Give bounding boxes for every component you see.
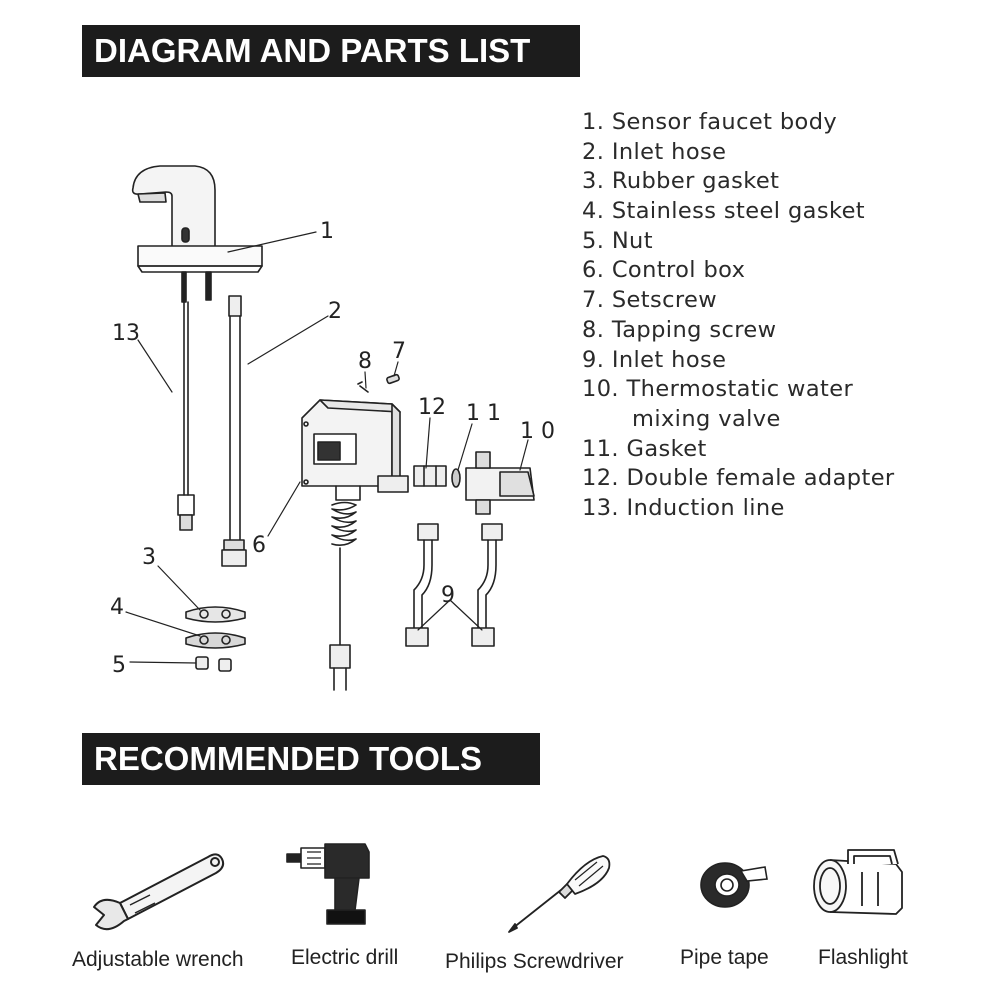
callout-6: 6 [252, 533, 266, 558]
parts-list-item: 8. Tapping screw [582, 316, 777, 343]
screwdriver-icon [508, 855, 611, 933]
sensor-faucet-body [131, 165, 263, 303]
callout-13: 13 [112, 321, 140, 346]
callout-11: 1 1 [466, 401, 501, 426]
control-box [301, 399, 409, 691]
rubber-gasket [185, 606, 246, 623]
stainless-steel-gasket [185, 632, 246, 649]
inlet-hose-2 [221, 295, 247, 567]
callout-3: 3 [142, 545, 156, 570]
parts-list-item: 4. Stainless steel gasket [582, 198, 866, 225]
parts-list-item: 10. Thermostatic water [582, 376, 854, 403]
callout-2: 2 [328, 299, 342, 324]
inlet-hoses-9 [405, 523, 503, 647]
tool-philips-screwdriver [505, 850, 615, 935]
callout-10: 1 0 [520, 419, 555, 444]
tool-label-drill: Electric drill [291, 946, 399, 969]
tool-label-tape: Pipe tape [680, 946, 769, 969]
leader-lines [125, 231, 529, 664]
gasket-11 [451, 468, 461, 488]
tool-label-screwdriver: Philips Screwdriver [445, 950, 624, 973]
tool-pipe-tape [695, 855, 770, 915]
drill-icon [286, 843, 370, 925]
callout-5: 5 [112, 653, 126, 678]
callout-12: 12 [418, 395, 446, 420]
tool-electric-drill [285, 838, 375, 928]
tool-label-wrench: Adjustable wrench [72, 948, 244, 971]
callout-1: 1 [320, 219, 334, 244]
flashlight-icon [813, 849, 903, 915]
tool-label-flashlight: Flashlight [818, 946, 908, 969]
parts-list-item: 5. Nut [582, 227, 653, 254]
double-female-adapter [413, 465, 447, 487]
parts-list-item: 9. Inlet hose [582, 346, 727, 373]
callout-4: 4 [110, 595, 124, 620]
parts-list-item: 12. Double female adapter [582, 465, 895, 492]
wrench-icon [93, 853, 225, 931]
parts-list-item: 13. Induction line [582, 494, 785, 521]
parts-list-item: 6. Control box [582, 257, 746, 284]
callout-9: 9 [441, 583, 455, 608]
parts-list-item-continuation: mixing valve [632, 405, 781, 432]
exploded-diagram: 1 2 13 3 4 5 6 8 7 12 1 1 1 0 9 [110, 165, 555, 691]
nuts [195, 656, 232, 672]
tape-icon [700, 862, 768, 908]
parts-list-item: 2. Inlet hose [582, 138, 727, 165]
tapping-screw [357, 381, 369, 393]
callout-8: 8 [358, 349, 372, 374]
thermostatic-mixing-valve [465, 451, 535, 515]
parts-list-item: 11. Gasket [582, 435, 707, 462]
parts-list: 1. Sensor faucet body 2. Inlet hose 3. R… [582, 108, 992, 524]
parts-list-item: 3. Rubber gasket [582, 168, 780, 195]
tools-header: RECOMMENDED TOOLS [82, 733, 540, 785]
induction-line [177, 301, 195, 531]
tool-flashlight [808, 842, 913, 920]
parts-list-item: 1. Sensor faucet body [582, 109, 838, 135]
parts-list-item: 7. Setscrew [582, 287, 718, 314]
callout-7: 7 [392, 339, 406, 364]
tool-adjustable-wrench [80, 835, 240, 935]
setscrew [386, 373, 400, 385]
diagram-header: DIAGRAM AND PARTS LIST [82, 25, 580, 77]
